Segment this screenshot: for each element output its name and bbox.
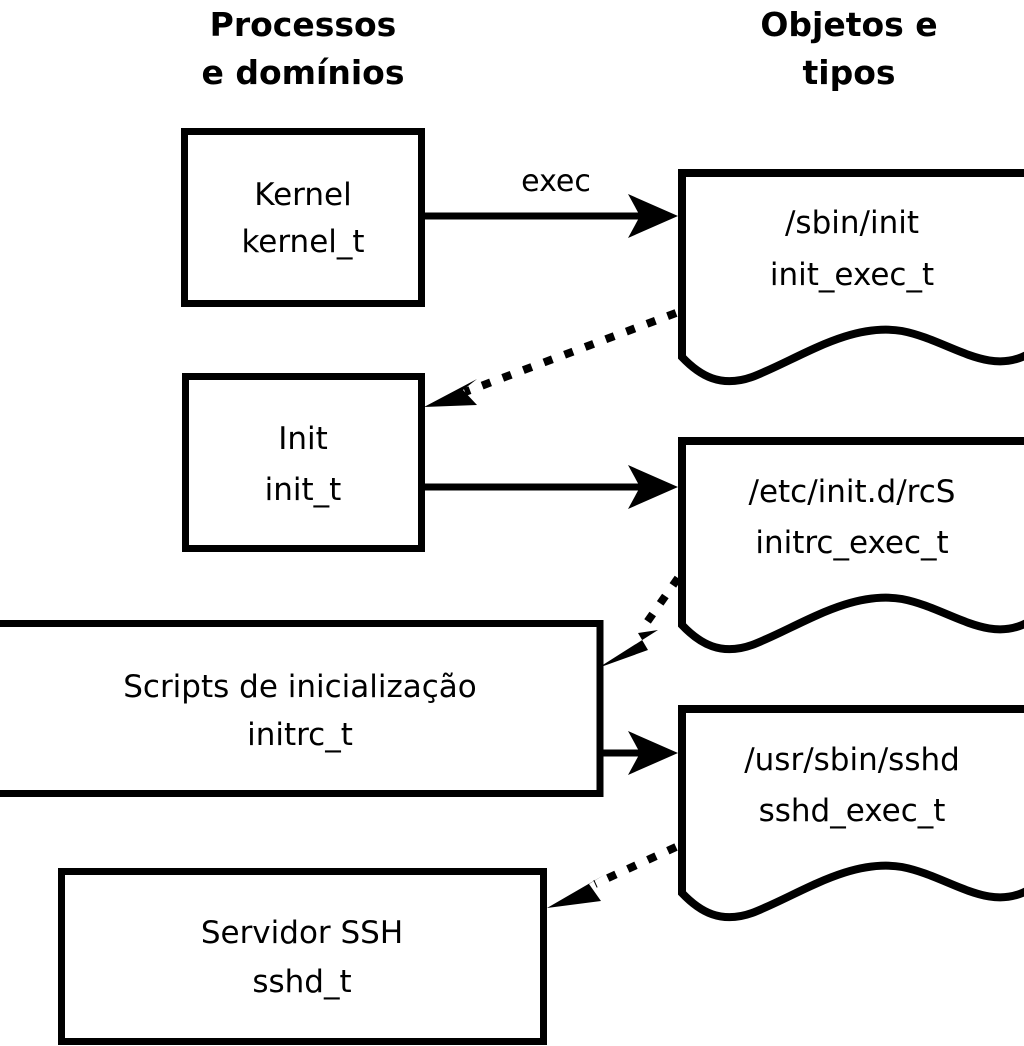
node-sshd-line2: sshd_t <box>252 964 351 1000</box>
edge-init-exec-to-init <box>424 309 678 407</box>
node-sshd-box[interactable] <box>58 868 547 1045</box>
node-kernel[interactable]: Kernel kernel_t <box>181 128 425 307</box>
edge-sshd-exec-to-sshd <box>547 843 678 908</box>
node-initrc-line1: Scripts de inicialização <box>123 669 477 705</box>
node-kernel-line2: kernel_t <box>241 224 364 260</box>
edge-sshd-exec-to-sshd-line <box>593 843 678 888</box>
column-title-left-line1: Processos <box>210 5 397 44</box>
node-init[interactable]: Init init_t <box>182 373 425 552</box>
node-sshd-line1: Servidor SSH <box>201 915 403 951</box>
edge-kernel-to-init-exec-arrowhead <box>628 194 678 238</box>
node-sshd-exec-line2: sshd_exec_t <box>759 793 946 829</box>
node-kernel-box[interactable] <box>181 128 425 307</box>
node-sshd-exec-line1: /usr/sbin/sshd <box>744 742 960 778</box>
node-initrc-exec-doc[interactable] <box>678 437 1024 654</box>
column-title-right-line1: Objetos e <box>760 5 937 44</box>
node-init-box[interactable] <box>182 373 425 552</box>
node-sshd-exec-doc[interactable] <box>678 705 1024 922</box>
edge-init-to-initrc-exec-arrowhead <box>628 465 678 509</box>
node-init-exec-line1: /sbin/init <box>785 205 919 241</box>
node-init-exec[interactable]: /sbin/init init_exec_t <box>678 169 1024 386</box>
node-initrc-exec-line1: /etc/init.d/rcS <box>749 474 956 510</box>
column-title-left: Processos e domínios <box>202 5 405 92</box>
edge-sshd-exec-to-sshd-arrowhead <box>547 875 604 908</box>
edge-initrc-exec-to-initrc-arrowhead <box>598 630 658 668</box>
edge-init-exec-to-init-arrowhead <box>424 379 477 407</box>
column-title-right-line2: tipos <box>802 53 895 92</box>
node-sshd-exec[interactable]: /usr/sbin/sshd sshd_exec_t <box>678 705 1024 922</box>
edge-init-to-initrc-exec <box>422 465 678 509</box>
node-initrc-box[interactable] <box>0 620 604 797</box>
edge-initrc-to-sshd-exec-arrowhead <box>628 731 678 775</box>
node-initrc-exec-line2: initrc_exec_t <box>755 525 948 561</box>
node-initrc-exec[interactable]: /etc/init.d/rcS initrc_exec_t <box>678 437 1024 654</box>
node-init-exec-doc[interactable] <box>678 169 1024 386</box>
edge-init-exec-to-init-line <box>463 309 678 396</box>
node-initrc-line2: initrc_t <box>247 717 353 753</box>
node-init-line2: init_t <box>265 472 342 508</box>
node-sshd[interactable]: Servidor SSH sshd_t <box>58 868 547 1045</box>
node-initrc[interactable]: Scripts de inicialização initrc_t <box>0 620 604 797</box>
edge-label-exec: exec <box>521 164 591 199</box>
edge-initrc-exec-to-initrc <box>598 575 682 668</box>
edge-initrc-exec-to-initrc-line <box>641 575 682 628</box>
column-title-left-line2: e domínios <box>202 53 405 92</box>
node-init-exec-line2: init_exec_t <box>770 257 934 293</box>
node-kernel-line1: Kernel <box>254 177 351 213</box>
edge-initrc-to-sshd-exec <box>600 731 678 775</box>
column-title-right: Objetos e tipos <box>760 5 937 92</box>
edge-kernel-to-init-exec: exec <box>422 164 678 238</box>
node-init-line1: Init <box>278 421 328 457</box>
